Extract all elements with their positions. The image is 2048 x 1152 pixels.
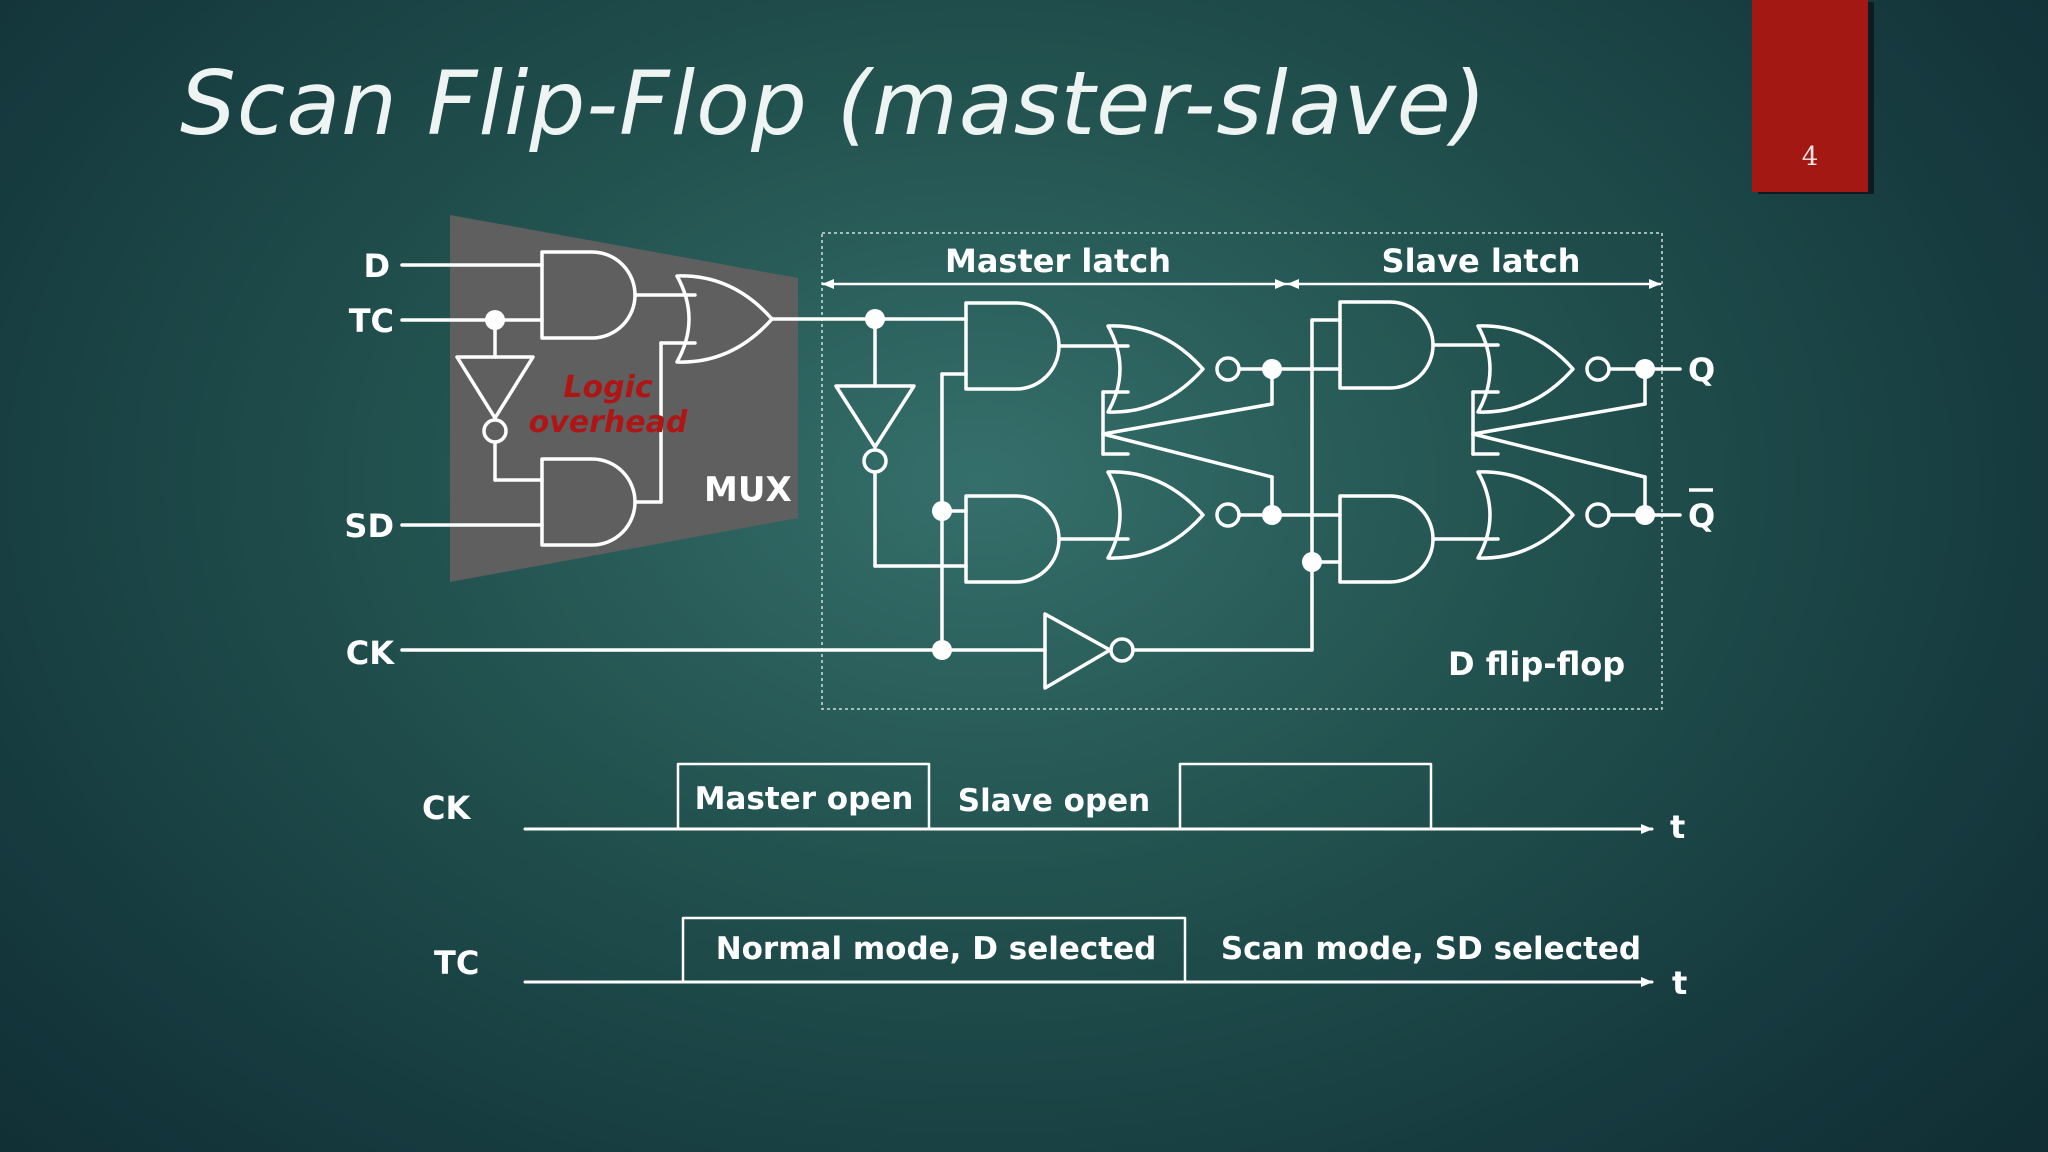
junction-q xyxy=(1635,359,1655,379)
d-flip-flop-label: D flip-flop xyxy=(1448,645,1625,683)
junction-ck-input xyxy=(932,640,952,660)
input-ck-label: CK xyxy=(346,634,395,672)
junction-ck-master xyxy=(932,501,952,521)
master-data-inverter xyxy=(834,384,916,449)
junction-master-top xyxy=(1262,359,1282,379)
logic-overhead-line2: overhead xyxy=(529,405,688,440)
tc-high-label: Normal mode, D selected xyxy=(716,931,1157,967)
input-sd-label: SD xyxy=(344,507,394,545)
page-number: 4 xyxy=(1801,142,1819,172)
master-latch-label: Master latch xyxy=(945,242,1171,280)
tc-low-label: Scan mode, SD selected xyxy=(1221,931,1641,967)
master-nor-gate-top xyxy=(1106,324,1205,414)
d-flip-flop-box xyxy=(821,232,1663,710)
slave-latch-label: Slave latch xyxy=(1382,242,1581,280)
master-and-gate-top xyxy=(964,301,1061,391)
slave-nor-gate-top xyxy=(1476,324,1575,414)
junction-qbar xyxy=(1635,505,1655,525)
junction-tc xyxy=(485,310,505,330)
mux-select-inverter xyxy=(455,355,535,420)
ck-waveform xyxy=(676,762,1433,831)
input-tc-label: TC xyxy=(349,302,394,340)
output-q-label: Q xyxy=(1688,351,1715,389)
slide-title: Scan Flip-Flop (master-slave) xyxy=(180,52,1488,155)
logic-overhead-line1: Logic xyxy=(563,370,652,405)
timing-ck-label: CK xyxy=(422,789,471,827)
junction-master-bottom xyxy=(1262,505,1282,525)
slave-and-gate-top xyxy=(1338,300,1435,390)
axis-t-tc: t xyxy=(1672,964,1687,1002)
slave-and-gate-bottom xyxy=(1338,494,1435,584)
junction-mux-out xyxy=(865,309,885,329)
page-number-tab: 4 xyxy=(1752,0,1868,192)
ck-high-label: Master open xyxy=(695,781,914,817)
axis-t-ck: t xyxy=(1670,808,1685,846)
mux-region xyxy=(450,215,798,582)
junction-ck-slave xyxy=(1302,552,1322,572)
slave-nor-gate-bottom xyxy=(1476,470,1575,560)
input-d-label: D xyxy=(363,247,390,285)
master-and-gate-bottom xyxy=(964,494,1061,584)
clock-inverter xyxy=(1043,612,1112,690)
output-qbar-label: Q xyxy=(1688,497,1715,535)
master-nor-gate-bottom xyxy=(1106,470,1205,560)
timing-tc-label: TC xyxy=(434,944,479,982)
tc-waveform xyxy=(681,916,1187,984)
mux-label: MUX xyxy=(704,470,792,510)
ck-low-label: Slave open xyxy=(958,783,1150,819)
